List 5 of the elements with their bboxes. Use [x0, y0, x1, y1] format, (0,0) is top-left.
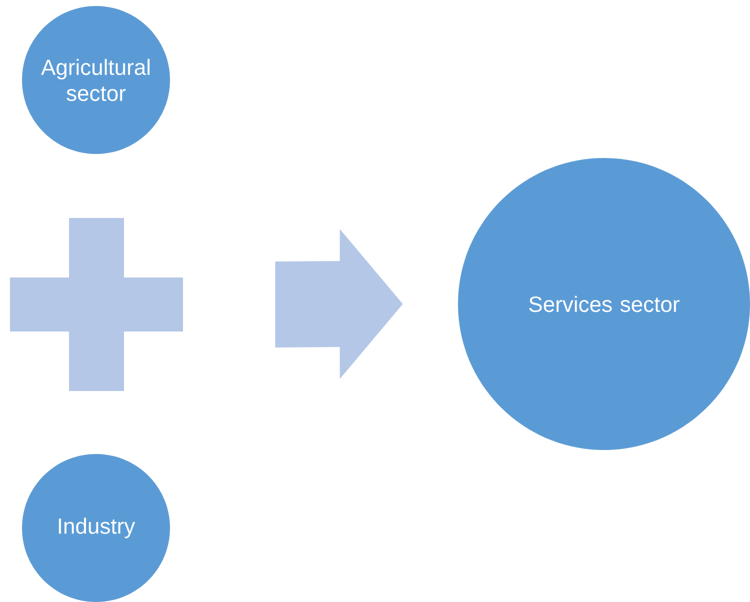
circle-node: Services sector: [458, 158, 750, 450]
circle-node: Industry: [22, 454, 170, 602]
circle-node: Agricultural sector: [22, 6, 170, 154]
block-arrow: [275, 229, 403, 379]
plus-sign: [10, 218, 183, 391]
